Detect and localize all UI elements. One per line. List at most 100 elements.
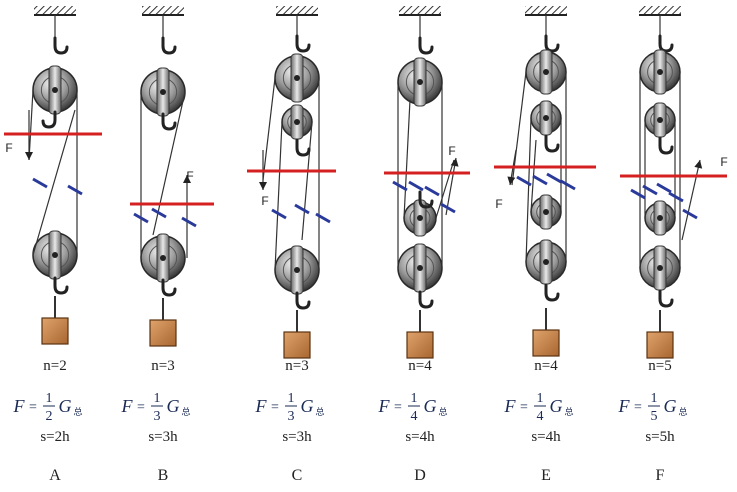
pulley-axle bbox=[417, 79, 423, 85]
rope-tick bbox=[315, 212, 331, 224]
force-label: F bbox=[5, 141, 12, 155]
formula-denominator: 2 bbox=[46, 409, 53, 424]
formula-equals: = bbox=[394, 400, 402, 415]
n-label: n=2 bbox=[43, 358, 66, 374]
top-hook bbox=[53, 36, 69, 55]
pulley-axle bbox=[294, 119, 300, 125]
load-box bbox=[283, 331, 311, 359]
formula-equals: = bbox=[271, 400, 279, 415]
formula-g: G bbox=[301, 396, 314, 416]
rope bbox=[262, 77, 276, 181]
force-label: F bbox=[720, 155, 727, 169]
formula-numerator: 1 bbox=[154, 391, 161, 406]
pulley-axle bbox=[160, 255, 166, 261]
s-label: s=3h bbox=[148, 429, 178, 445]
formula-f: F bbox=[618, 396, 631, 416]
formula-equals: = bbox=[137, 400, 145, 415]
rope-tick bbox=[560, 179, 576, 191]
s-label: s=4h bbox=[531, 429, 561, 445]
panel-letter: B bbox=[158, 467, 169, 484]
fixed-bottom-hook bbox=[544, 134, 560, 153]
rope-tick bbox=[642, 184, 658, 196]
rope-tick bbox=[181, 216, 197, 228]
s-label: s=2h bbox=[40, 429, 70, 445]
fixed-bottom-hook bbox=[41, 110, 57, 129]
formula-f: F bbox=[13, 396, 26, 416]
load-box bbox=[406, 331, 434, 359]
load-box bbox=[41, 317, 69, 345]
rope-tick bbox=[133, 212, 149, 224]
formula-subscript: 总 bbox=[564, 406, 573, 417]
rope-tick bbox=[516, 175, 532, 187]
rope bbox=[301, 121, 313, 241]
rope-tick bbox=[532, 174, 548, 186]
force-arrowhead bbox=[25, 152, 33, 160]
force-arrowhead bbox=[450, 158, 459, 167]
panel-letter: A bbox=[49, 467, 61, 484]
movable-bottom-hook bbox=[161, 278, 177, 297]
rope-tick bbox=[668, 191, 684, 203]
top-hook bbox=[161, 36, 177, 55]
force-arrowhead bbox=[507, 176, 516, 185]
formula-denominator: 3 bbox=[288, 409, 295, 424]
formula-subscript: 总 bbox=[678, 406, 687, 417]
panel-letter: D bbox=[414, 467, 426, 484]
n-label: n=3 bbox=[285, 358, 308, 374]
formula-numerator: 1 bbox=[411, 391, 418, 406]
n-label: n=5 bbox=[648, 358, 671, 374]
formula-g: G bbox=[59, 396, 72, 416]
s-label: s=3h bbox=[282, 429, 312, 445]
ceiling-hatch bbox=[399, 6, 441, 14]
pulley-axle bbox=[657, 265, 663, 271]
rope-tick bbox=[392, 180, 408, 192]
pulley-axle bbox=[543, 69, 549, 75]
formula-g: G bbox=[424, 396, 437, 416]
formula-f: F bbox=[255, 396, 268, 416]
rope-tick bbox=[271, 208, 287, 220]
pulley-axle bbox=[160, 89, 166, 95]
formula-subscript: 总 bbox=[73, 406, 82, 417]
movable-bottom-hook bbox=[53, 276, 69, 295]
pulley-axle bbox=[657, 117, 663, 123]
formula-g: G bbox=[167, 396, 180, 416]
pulley-axle bbox=[543, 209, 549, 215]
rope-tick bbox=[151, 207, 167, 219]
rope bbox=[435, 159, 455, 219]
formula-f: F bbox=[121, 396, 134, 416]
pulley-axle bbox=[294, 75, 300, 81]
formula-numerator: 1 bbox=[46, 391, 53, 406]
ceiling-hatch bbox=[525, 6, 567, 14]
top-hook bbox=[418, 36, 434, 55]
pulley-axle bbox=[294, 267, 300, 273]
rope-tick bbox=[67, 184, 83, 196]
panel-letter: C bbox=[292, 467, 303, 484]
force-label: F bbox=[261, 194, 268, 208]
fixed-bottom-hook bbox=[295, 138, 311, 157]
top-hook bbox=[658, 34, 674, 53]
fixed-bottom-hook bbox=[161, 112, 177, 131]
pulley-axle bbox=[417, 265, 423, 271]
formula-numerator: 1 bbox=[288, 391, 295, 406]
middle-hook bbox=[418, 190, 434, 209]
movable-bottom-hook bbox=[295, 291, 311, 310]
formula-f: F bbox=[378, 396, 391, 416]
formula-subscript: 总 bbox=[181, 406, 190, 417]
rope bbox=[445, 157, 457, 216]
force-arrowhead bbox=[694, 160, 703, 169]
ceiling-hatch bbox=[142, 6, 184, 14]
formula-denominator: 4 bbox=[411, 409, 418, 424]
movable-bottom-hook bbox=[418, 290, 434, 309]
formula-equals: = bbox=[520, 400, 528, 415]
pulley-axle bbox=[657, 69, 663, 75]
rope bbox=[28, 89, 34, 161]
rope-tick bbox=[424, 185, 440, 197]
force-label: F bbox=[448, 144, 455, 158]
pulley-axle bbox=[417, 215, 423, 221]
rope-tick bbox=[682, 208, 698, 220]
rope-tick bbox=[630, 188, 646, 200]
formula-subscript: 总 bbox=[438, 406, 447, 417]
